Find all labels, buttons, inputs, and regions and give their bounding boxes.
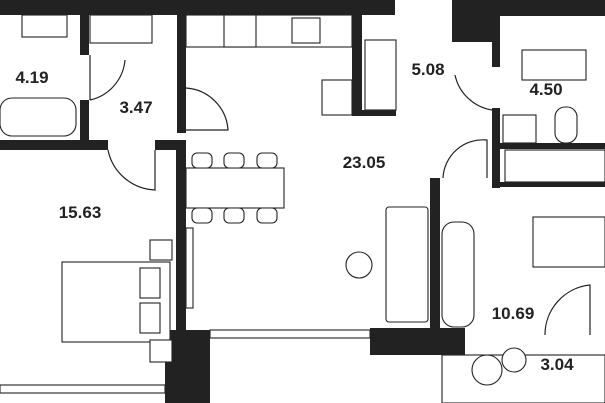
bathtub-icon <box>0 97 77 137</box>
tv-stand <box>185 227 194 309</box>
armchair-icon <box>471 354 503 386</box>
nightstand-icon <box>149 339 173 363</box>
kitchen-sink-icon <box>291 17 321 44</box>
sofa-icon <box>385 206 429 323</box>
room-area-hallway-2: 5.08 <box>411 60 445 79</box>
toilet-icon <box>554 106 578 144</box>
doors <box>89 55 591 336</box>
stove-icon <box>223 14 257 48</box>
coffee-table-icon <box>345 251 373 279</box>
room-area-kitchen-living: 23.05 <box>342 153 386 172</box>
bed-2-icon <box>532 216 605 268</box>
closet-hangers-icon <box>364 39 397 111</box>
room-area-balcony: 3.04 <box>540 355 574 374</box>
kitchen-counter <box>185 14 353 48</box>
room-area-hallway-1: 3.47 <box>119 98 153 117</box>
balcony-table-icon <box>501 347 527 373</box>
washing-machine-icon <box>502 114 537 144</box>
wardrobe-icon <box>89 14 153 44</box>
bathroom-sink-icon <box>521 49 587 81</box>
dining-table <box>185 167 285 209</box>
furniture <box>0 14 605 403</box>
room-area-bedroom-2: 10.69 <box>491 304 535 323</box>
desk-icon <box>441 221 475 328</box>
dishwasher-icon <box>321 79 353 116</box>
room-area-bathroom-2: 4.50 <box>529 80 563 99</box>
nightstand-icon <box>149 239 173 261</box>
wardrobe-2-icon <box>504 149 605 183</box>
window <box>209 329 371 339</box>
sink-icon <box>21 14 68 38</box>
room-area-bedroom-1: 15.63 <box>58 203 102 222</box>
room-area-bathroom-1: 4.19 <box>15 68 49 87</box>
dining-chairs <box>191 152 278 224</box>
window <box>0 384 166 394</box>
